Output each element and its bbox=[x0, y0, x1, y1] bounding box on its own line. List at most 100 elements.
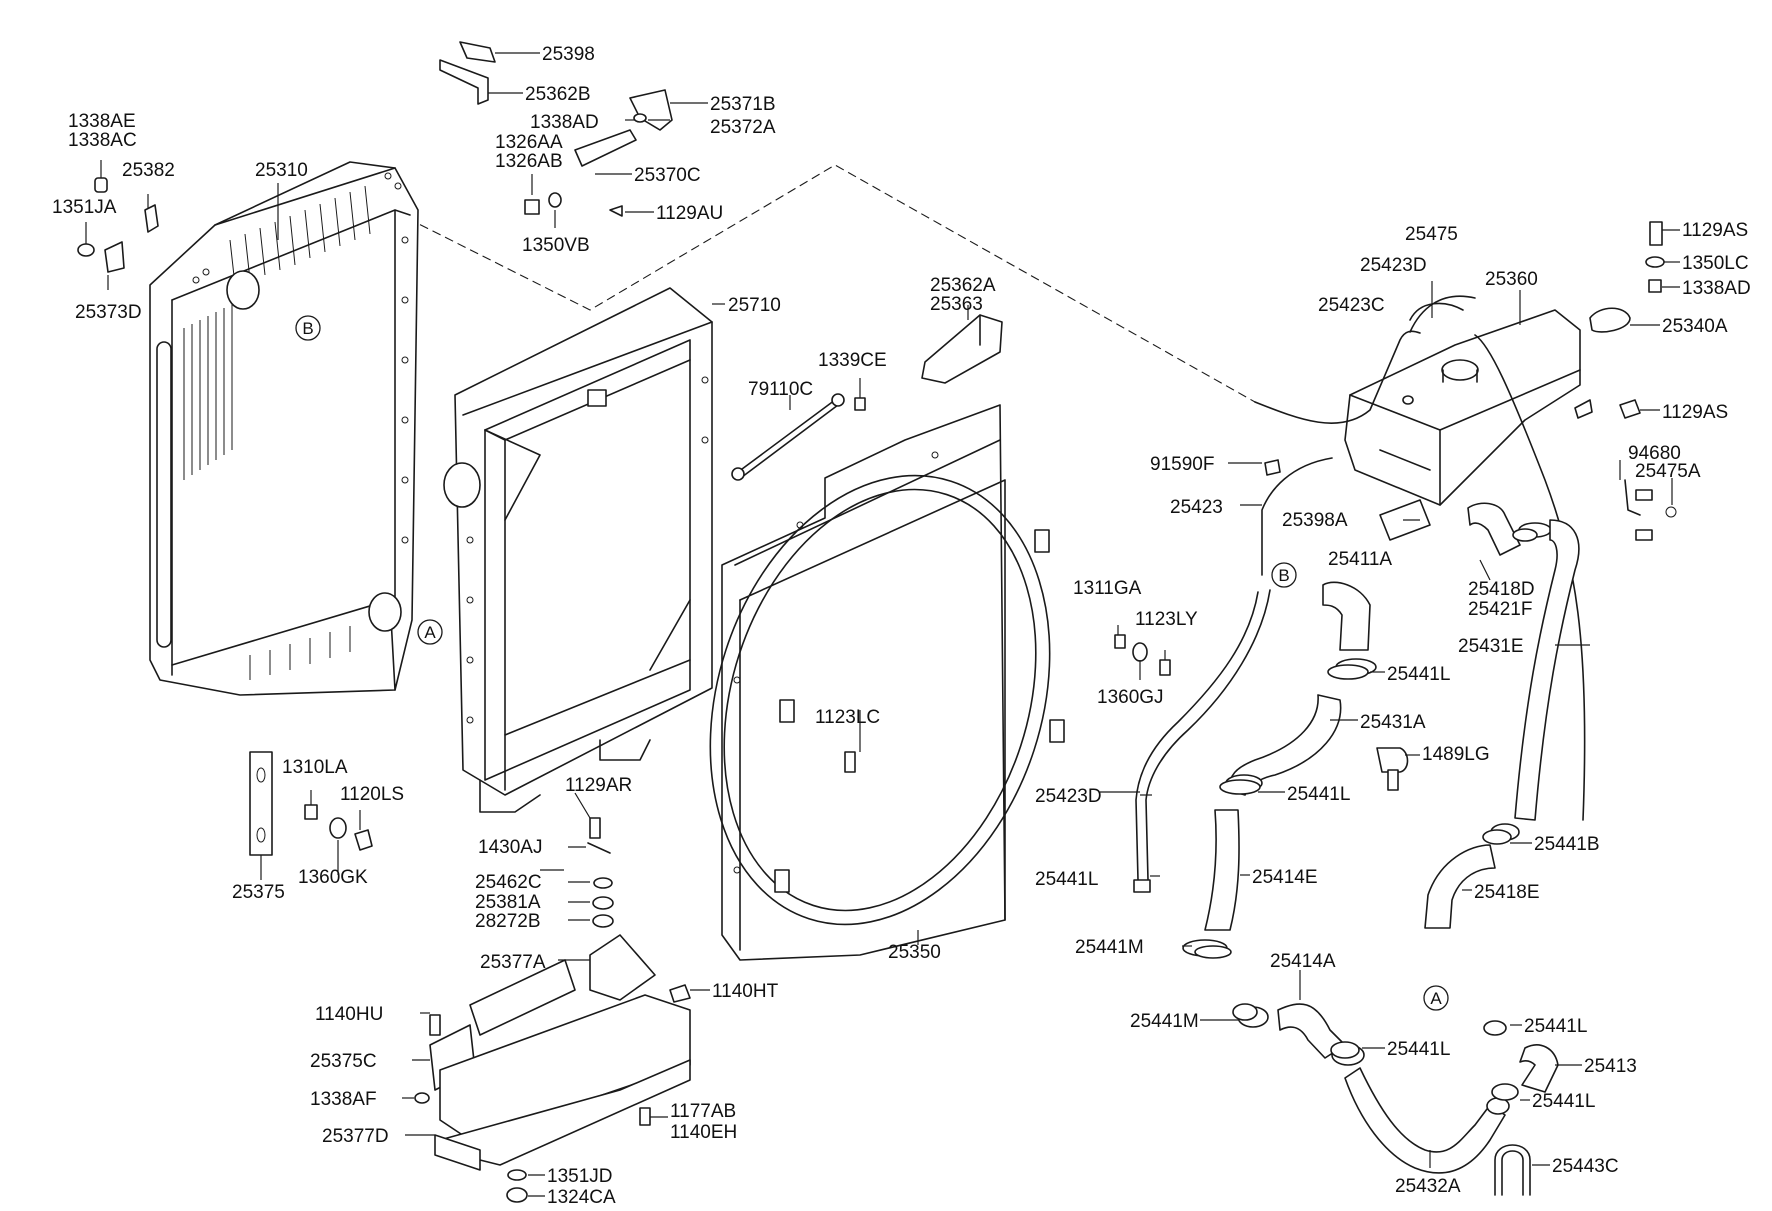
label-25360: 25360 bbox=[1485, 269, 1538, 290]
label-25710: 25710 bbox=[728, 295, 781, 316]
label-1489lg: 1489LG bbox=[1422, 744, 1490, 765]
label-1351jd: 1351JD bbox=[547, 1166, 613, 1187]
u-bolt-25443c[interactable] bbox=[1494, 1144, 1531, 1196]
label-1360gk: 1360GK bbox=[298, 867, 368, 888]
label-1140eh: 1140EH bbox=[670, 1122, 737, 1143]
label-1338ae: 1338AE bbox=[68, 111, 136, 132]
label-25382: 25382 bbox=[122, 160, 175, 181]
tie-rod-79110c[interactable] bbox=[731, 393, 866, 481]
svg-text:B: B bbox=[302, 319, 313, 338]
label-25398: 25398 bbox=[542, 44, 595, 65]
radiator[interactable] bbox=[149, 161, 419, 696]
label-79110c: 79110C bbox=[748, 379, 813, 400]
label-1339ce: 1339CE bbox=[818, 350, 887, 371]
label-1310la: 1310LA bbox=[282, 757, 348, 778]
overflow-hose[interactable] bbox=[1133, 295, 1586, 893]
label-25411a: 25411A bbox=[1328, 549, 1392, 570]
hose-25431e[interactable] bbox=[1514, 519, 1580, 821]
label-1360gj: 1360GJ bbox=[1097, 687, 1164, 708]
label-25441m-1: 25441M bbox=[1075, 937, 1144, 958]
label-1123ly: 1123LY bbox=[1135, 609, 1198, 630]
label-25362a: 25362A bbox=[930, 275, 996, 296]
label-25423d-top: 25423D bbox=[1360, 255, 1427, 276]
right-top-hardware[interactable] bbox=[1264, 221, 1677, 541]
alignment-dashed-line bbox=[394, 164, 1256, 403]
label-25418d: 25418D bbox=[1468, 579, 1535, 600]
label-1177ab: 1177AB bbox=[670, 1101, 736, 1122]
label-25431a: 25431A bbox=[1360, 712, 1426, 733]
label-25475: 25475 bbox=[1405, 224, 1458, 245]
label-25375c: 25375C bbox=[310, 1051, 377, 1072]
label-25441l-1: 25441L bbox=[1387, 664, 1450, 685]
label-25377d: 25377D bbox=[322, 1126, 389, 1147]
hose-25413[interactable] bbox=[1519, 1044, 1559, 1093]
bottom-support-assembly[interactable] bbox=[414, 934, 691, 1203]
label-1140ht: 1140HT bbox=[712, 981, 779, 1002]
label-25441m-2: 25441M bbox=[1130, 1011, 1199, 1032]
label-25423: 25423 bbox=[1170, 497, 1223, 518]
clamp-1489lg[interactable] bbox=[1376, 747, 1409, 791]
connection-marker-b-radiator: B bbox=[295, 315, 321, 341]
label-25441l-5: 25441L bbox=[1387, 1039, 1450, 1060]
hose-clamps[interactable] bbox=[1194, 528, 1538, 1101]
label-25310: 25310 bbox=[255, 160, 308, 181]
hose-25411a[interactable] bbox=[1322, 581, 1377, 676]
label-25372a: 25372A bbox=[710, 117, 776, 138]
side-strap-25375[interactable] bbox=[249, 751, 373, 856]
radiator-frame[interactable] bbox=[443, 287, 713, 813]
leader-lines bbox=[85, 52, 1680, 1197]
label-25370c: 25370C bbox=[634, 165, 701, 186]
label-25423c: 25423C bbox=[1318, 295, 1385, 316]
bracket-25362a[interactable] bbox=[921, 314, 1003, 384]
label-91590f: 91590F bbox=[1150, 454, 1214, 475]
label-25441l-6: 25441L bbox=[1532, 1091, 1595, 1112]
label-1338ac: 1338AC bbox=[68, 130, 137, 151]
label-1338af: 1338AF bbox=[310, 1089, 377, 1110]
label-25414e: 25414E bbox=[1252, 867, 1318, 888]
label-1350vb: 1350VB bbox=[522, 235, 590, 256]
center-bolts[interactable] bbox=[587, 634, 1171, 928]
part-labels: 25398 25362B 25371B 1338AD 25372A 1326AA… bbox=[52, 44, 1751, 1208]
label-25418e: 25418E bbox=[1474, 882, 1540, 903]
label-25375: 25375 bbox=[232, 882, 285, 903]
label-1326ab: 1326AB bbox=[495, 151, 563, 172]
label-25421f: 25421F bbox=[1468, 599, 1532, 620]
label-1338ad-top: 1338AD bbox=[530, 112, 599, 133]
label-1120ls: 1120LS bbox=[340, 784, 404, 805]
label-25373d: 25373D bbox=[75, 302, 142, 323]
hose-25414e[interactable] bbox=[1182, 809, 1240, 957]
fan-shroud[interactable] bbox=[655, 404, 1105, 969]
label-1311ga: 1311GA bbox=[1073, 578, 1142, 599]
label-1123lc: 1123LC bbox=[815, 707, 880, 728]
connection-marker-a-hose: A bbox=[1423, 985, 1449, 1011]
left-mount-hardware[interactable] bbox=[77, 177, 159, 273]
label-1324ca: 1324CA bbox=[547, 1187, 616, 1208]
hose-25432a[interactable] bbox=[1344, 1067, 1510, 1174]
label-25350: 25350 bbox=[888, 942, 941, 963]
label-25371b: 25371B bbox=[710, 94, 776, 115]
label-94680: 94680 bbox=[1628, 443, 1681, 464]
label-25462c: 25462C bbox=[475, 872, 542, 893]
svg-text:A: A bbox=[1430, 989, 1442, 1008]
label-25441b: 25441B bbox=[1534, 834, 1600, 855]
label-1430aj: 1430AJ bbox=[478, 837, 542, 858]
connection-marker-a-radiator: A bbox=[417, 619, 443, 645]
label-25413: 25413 bbox=[1584, 1056, 1637, 1077]
label-25431e: 25431E bbox=[1458, 636, 1524, 657]
label-25398a: 25398A bbox=[1282, 510, 1348, 531]
label-25363: 25363 bbox=[930, 294, 983, 315]
hose-25418d[interactable] bbox=[1467, 502, 1552, 556]
svg-text:A: A bbox=[424, 623, 436, 642]
label-1129as-a: 1129AS bbox=[1682, 220, 1748, 241]
label-25362b: 25362B bbox=[525, 84, 591, 105]
label-25443c: 25443C bbox=[1552, 1156, 1619, 1177]
label-28272b: 28272B bbox=[475, 911, 541, 932]
label-25340a: 25340A bbox=[1662, 316, 1728, 337]
label-25381a: 25381A bbox=[475, 892, 541, 913]
label-25441l-4: 25441L bbox=[1524, 1016, 1587, 1037]
label-1129ar: 1129AR bbox=[565, 775, 632, 796]
label-25414a: 25414A bbox=[1270, 951, 1336, 972]
label-1326aa: 1326AA bbox=[495, 132, 563, 153]
label-25475a: 25475A bbox=[1635, 461, 1701, 482]
